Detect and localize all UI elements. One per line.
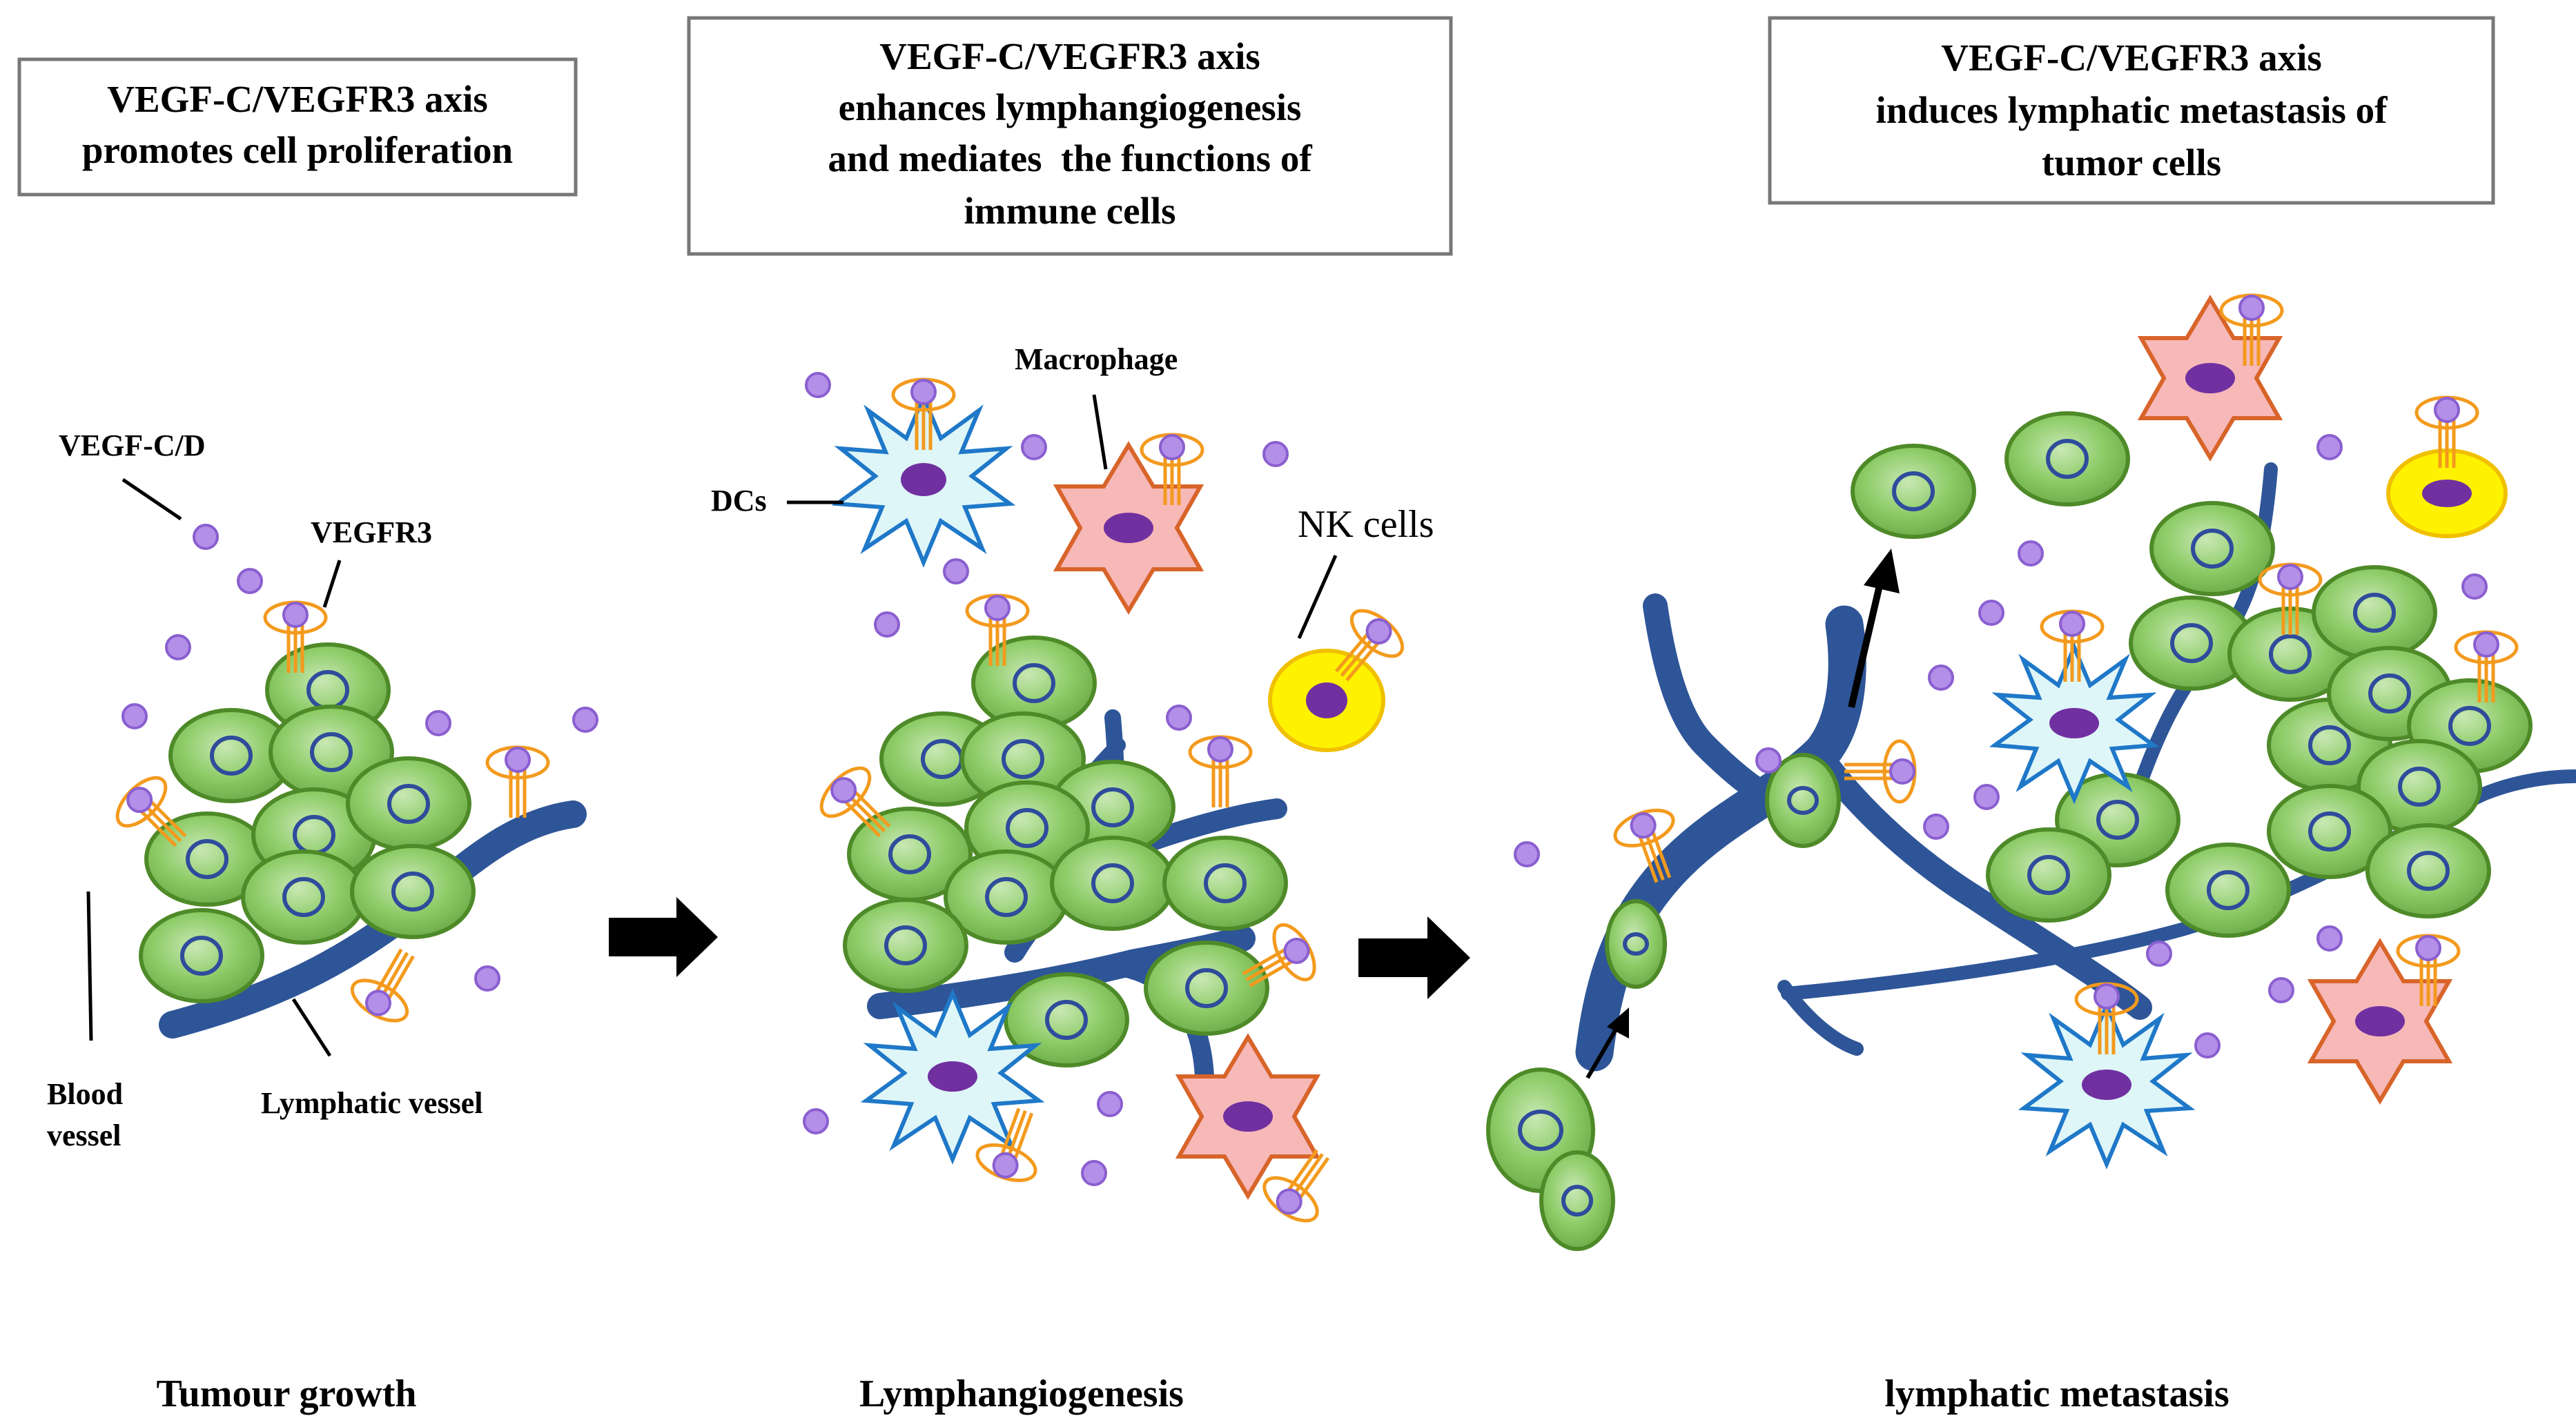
vegfr3-receptor-icon bbox=[1262, 1149, 1330, 1223]
label-macrophage: Macrophage bbox=[1015, 342, 1178, 376]
panel1-illustration: VEGF-C/D VEGFR3 Blood vessel Lymphatic v… bbox=[47, 429, 598, 1152]
vegf-ligands-3 bbox=[1514, 434, 2488, 1059]
tumor-cell bbox=[350, 844, 476, 939]
header-panel3-line2: induces lymphatic metastasis of bbox=[1876, 89, 2388, 131]
label-vegf-cd: VEGF-C/D bbox=[59, 429, 206, 462]
macrophage-icon bbox=[2307, 938, 2453, 1105]
header-panel3-line1: VEGF-C/VEGFR3 axis bbox=[1941, 37, 2322, 79]
migration-arrows bbox=[1585, 549, 1900, 1079]
panel3-illustration bbox=[1486, 293, 2576, 1251]
vegfr3-receptor-icon bbox=[2396, 934, 2461, 1006]
tumor-cells-in-vessel bbox=[1486, 411, 2130, 1251]
vegfr3-receptor-icon bbox=[1188, 735, 1253, 807]
vegfr3-receptor-icon bbox=[2219, 293, 2284, 366]
blood-vessel-line bbox=[86, 891, 93, 1041]
arrow-up-icon bbox=[1585, 1023, 1621, 1079]
vegfr3-receptor-icon bbox=[2040, 609, 2105, 682]
vegfr3-receptor-icon bbox=[1335, 609, 1405, 682]
arrow-right-icon bbox=[609, 897, 718, 977]
vegfr3-receptor-icon bbox=[2074, 982, 2139, 1054]
tumor-cell bbox=[241, 849, 367, 945]
label-blood-vessel-line1: Blood bbox=[47, 1077, 123, 1111]
arrow-up-icon bbox=[1864, 549, 1900, 593]
vegfr3-receptor-icon bbox=[2414, 395, 2479, 468]
vegf-ligands-1 bbox=[121, 524, 598, 992]
dendritic-cell-icon bbox=[1989, 642, 2160, 805]
tumor-cell bbox=[139, 908, 264, 1003]
header-panel2-line3: and mediates the functions of bbox=[828, 137, 1312, 179]
vegfr3-receptor-icon bbox=[891, 377, 956, 450]
dendritic-cell-icon bbox=[831, 391, 1016, 568]
vegfr3-receptor-icon bbox=[1242, 923, 1316, 987]
label-vegfr3: VEGFR3 bbox=[311, 515, 432, 549]
label-dcs: DCs bbox=[711, 484, 767, 518]
vegfr3-receptor-icon bbox=[350, 948, 415, 1023]
leader-vegf-cd bbox=[121, 478, 182, 521]
macrophage-icon bbox=[1175, 1033, 1321, 1200]
header-panel1-line1: VEGF-C/VEGFR3 axis bbox=[107, 78, 488, 120]
vegfr3-receptor-icon bbox=[263, 600, 328, 673]
tumor-cell-cluster-1 bbox=[139, 642, 476, 1003]
vegfr3-receptor-icon bbox=[1613, 808, 1675, 883]
vegfr3-receptor-icon bbox=[1140, 433, 1204, 505]
header-panel3: VEGF-C/VEGFR3 axis induces lymphatic met… bbox=[1768, 16, 2495, 205]
vegfr3-receptor-icon bbox=[2454, 630, 2519, 702]
header-panel2-line1: VEGF-C/VEGFR3 axis bbox=[879, 35, 1260, 77]
header-panel2-line2: enhances lymphangiogenesis bbox=[839, 86, 1302, 128]
vegfr3-receptor-icon bbox=[1844, 739, 1917, 804]
arrow-up-icon bbox=[1607, 1007, 1629, 1039]
vegfr3-receptor-icon bbox=[965, 593, 1030, 666]
leader-lymphatic-vessel bbox=[291, 998, 332, 1057]
vegf-ligands-2 bbox=[803, 372, 1289, 1186]
header-panel2: VEGF-C/VEGFR3 axis enhances lymphangioge… bbox=[687, 16, 1453, 256]
caption-lymphatic-metastasis: lymphatic metastasis bbox=[1884, 1372, 2229, 1415]
panel2-illustration: DCs Macrophage NK cells bbox=[711, 342, 1434, 1223]
leader-vegfr3 bbox=[322, 560, 342, 608]
label-nk-cells: NK cells bbox=[1298, 503, 1434, 546]
caption-lymphangiogenesis: Lymphangiogenesis bbox=[859, 1372, 1184, 1415]
nk-cell-icon bbox=[1268, 649, 1385, 752]
vegfr3-receptors-1 bbox=[115, 600, 550, 1023]
vegfr3-receptor-icon bbox=[485, 745, 550, 818]
tumor-cell bbox=[346, 756, 471, 852]
vegfr3-receptor-icon bbox=[975, 1108, 1037, 1183]
label-lymphatic-vessel: Lymphatic vessel bbox=[261, 1086, 482, 1120]
vegfr3-receptors-2 bbox=[819, 377, 1405, 1223]
arrow-right-icon bbox=[1358, 916, 1470, 999]
header-panel1-line2: promotes cell proliferation bbox=[82, 129, 513, 171]
tumor-cell-cluster-3 bbox=[1986, 501, 2533, 938]
header-panel1: VEGF-C/VEGFR3 axis promotes cell prolife… bbox=[17, 57, 578, 197]
nk-cell-icon bbox=[2386, 449, 2508, 538]
leader-nk-cells bbox=[1297, 554, 1338, 640]
tumor-cell-cluster-2 bbox=[843, 636, 1288, 1067]
caption-tumour-growth: Tumour growth bbox=[156, 1372, 416, 1415]
vegfr3-receptor-icon bbox=[819, 766, 891, 838]
leader-macrophage bbox=[1092, 394, 1108, 470]
vegfr3-receptor-icon bbox=[2258, 562, 2323, 635]
label-blood-vessel-line2: vessel bbox=[47, 1119, 121, 1152]
header-panel2-line4: immune cells bbox=[964, 190, 1175, 232]
vegfr3-receptor-icon bbox=[115, 776, 187, 847]
header-panel3-line3: tumor cells bbox=[2042, 141, 2221, 184]
dendritic-cell-icon bbox=[2018, 1000, 2196, 1170]
vegfr3-receptors-3 bbox=[1613, 293, 2519, 1054]
arrow-up-icon bbox=[1848, 578, 1884, 709]
dendritic-cell-icon bbox=[860, 988, 1045, 1165]
